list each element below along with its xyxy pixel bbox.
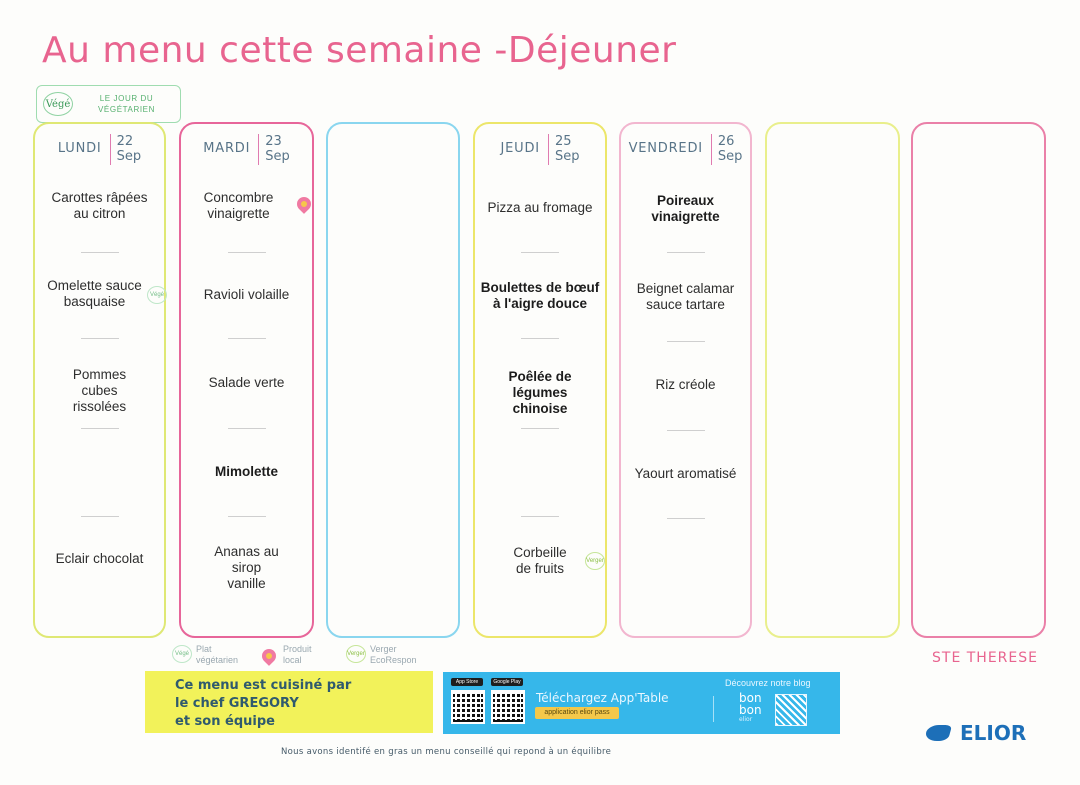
menu-item: Corbeille de fruits [513,545,567,576]
menu-item: Salade verte [208,375,285,390]
legend-verger-icon: Verger [346,645,366,663]
date-number: 23 [265,134,282,149]
date-month: Sep [717,149,743,164]
separator [666,341,705,342]
day-column-empty-7 [911,122,1046,638]
legend-local-pin-icon [259,646,279,666]
legend-verger-label: Verger EcoRespon [370,644,417,665]
app-title: Téléchargez App'Table [536,691,669,705]
app-download-button[interactable]: application elior pass [535,707,619,719]
qr-code-icon [451,690,485,724]
chef-line-2: le chef GREGORY [175,696,299,711]
qr-code-icon [491,690,525,724]
separator [80,252,119,253]
menu-item: Beignet calamar sauce tartare [636,281,735,312]
menu-item: Pommes cubes rissolées [72,367,127,414]
app-promo-box: App Store Google Play Téléchargez App'Ta… [443,672,840,734]
menu-item: Pizza au fromage [487,200,593,215]
vege-badge-icon: Végé [147,286,167,304]
bonbon-logo: bon bon elior [739,692,762,724]
date-number: 22 [116,134,134,149]
verger-badge-icon: Verger [585,552,605,570]
elior-brand: ELIOR [960,721,1027,745]
separator [227,516,266,517]
menu-item: Concombre vinaigrette [203,190,274,221]
blog-title: Découvrez notre blog [725,678,811,688]
separator [521,338,559,339]
app-store-button[interactable]: App Store [451,678,483,686]
separator [80,338,119,339]
date-month: Sep [116,149,142,164]
day-name: JEUDI [500,141,540,156]
google-play-button[interactable]: Google Play [491,678,523,686]
separator [80,428,119,429]
site-name: STE THERESE [932,650,1038,666]
menu-item: Ravioli volaille [203,287,290,302]
legend-local-label: Produit local [283,644,312,665]
divider [713,696,714,722]
separator [666,430,705,431]
separator [80,516,119,517]
separator [666,518,705,519]
menu-item: Eclair chocolat [55,551,144,566]
day-name: MARDI [203,141,251,156]
vegetarian-day-banner: Végé LE JOUR DU VÉGÉTARIEN [36,85,181,123]
bonbon-sub: elior [739,716,753,723]
day-column-empty-6 [765,122,900,638]
separator [666,252,705,253]
date-month: Sep [554,149,580,164]
day-name: LUNDI [57,141,102,156]
menu-item: Omelette sauce basquaise [47,278,142,309]
date-number: 25 [554,134,572,149]
day-name: VENDREDI [628,141,703,156]
menu-item: Poêlée de légumes chinoise [508,369,572,416]
menu-item: Ananas au sirop vanille [214,544,279,591]
menu-item: Carottes râpées au citron [51,190,148,221]
separator [227,428,266,429]
menu-item: Yaourt aromatisé [634,466,737,481]
chef-box: Ce menu est cuisiné par le chef GREGORY … [145,671,433,733]
separator [227,252,266,253]
date-number: 26 [717,134,735,149]
footnote: Nous avons identifé en gras un menu cons… [281,747,612,757]
elior-logo: ELIOR [924,721,1026,745]
chef-line-1: Ce menu est cuisiné par [175,678,352,693]
separator [521,516,559,517]
menu-item: Boulettes de bœuf à l'aigre douce [480,280,600,311]
bonbon-word: bon [739,703,762,717]
bonbon-word: bon [739,691,762,705]
legend-vege-icon: Végé [172,645,192,663]
menu-item: Mimolette [214,464,278,479]
separator [227,338,266,339]
date-month: Sep [265,149,290,164]
menu-item: Poireaux vinaigrette [651,193,720,224]
page-title: Au menu cette semaine -Déjeuner [42,30,677,71]
vegetarian-day-text: LE JOUR DU VÉGÉTARIEN [98,94,155,114]
legend-vege-label: Plat végétarien [196,644,239,665]
separator [521,252,559,253]
elior-mark-icon [924,722,956,744]
menu-item: Riz créole [655,377,716,392]
chef-line-3: et son équipe [175,714,275,729]
vege-logo-icon: Végé [43,92,73,116]
day-column-empty-3 [326,122,460,638]
separator [521,428,559,429]
blog-qr-code-icon [775,694,807,726]
